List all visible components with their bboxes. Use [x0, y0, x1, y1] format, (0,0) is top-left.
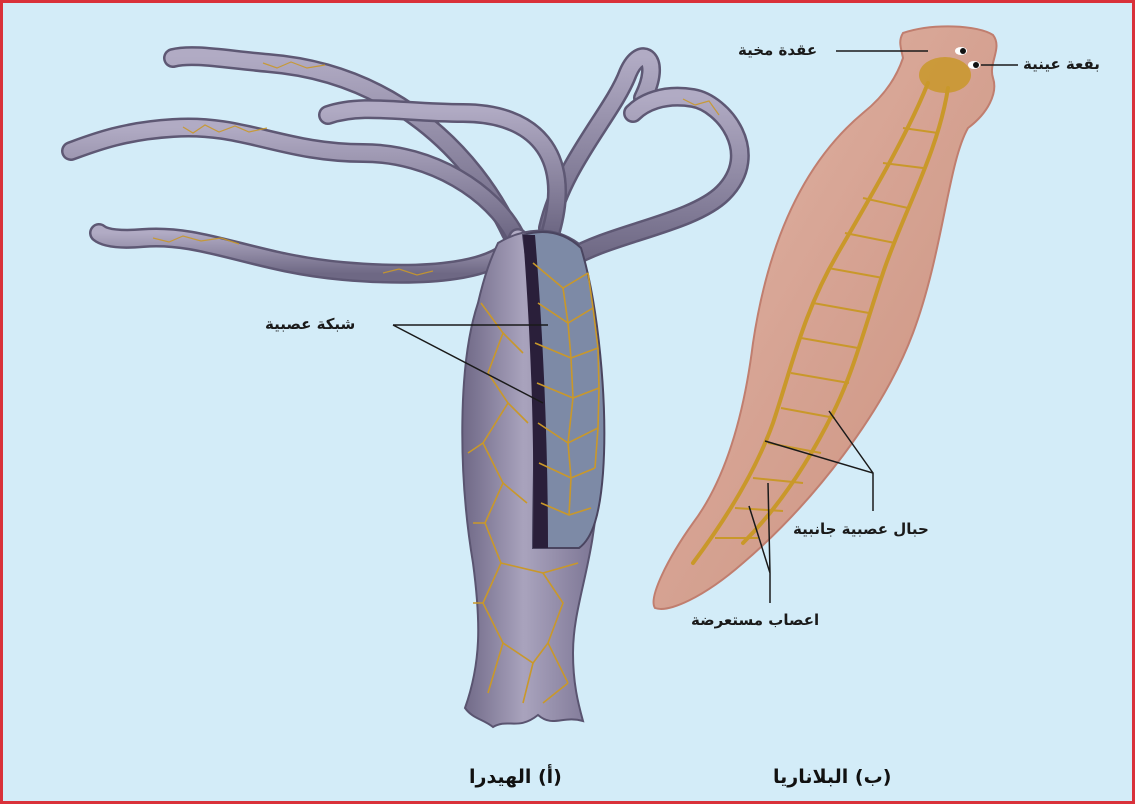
caption-planaria: (ب) البلاناريا [773, 766, 891, 788]
label-nerve-net: شبكة عصبية [265, 315, 355, 333]
label-transverse-nerves: اعصاب مستعرضة [691, 611, 819, 629]
label-lateral-nerve-cords: حبال عصبية جانبية [793, 520, 929, 538]
label-eyespot: بقعة عينية [1023, 55, 1100, 73]
label-cerebral-ganglion: عقدة مخية [738, 41, 817, 59]
illustration [3, 3, 1132, 801]
cerebral-ganglion [919, 57, 971, 93]
hydra-illustration [71, 56, 740, 727]
caption-hydra: (أ) الهيدرا [469, 766, 562, 788]
